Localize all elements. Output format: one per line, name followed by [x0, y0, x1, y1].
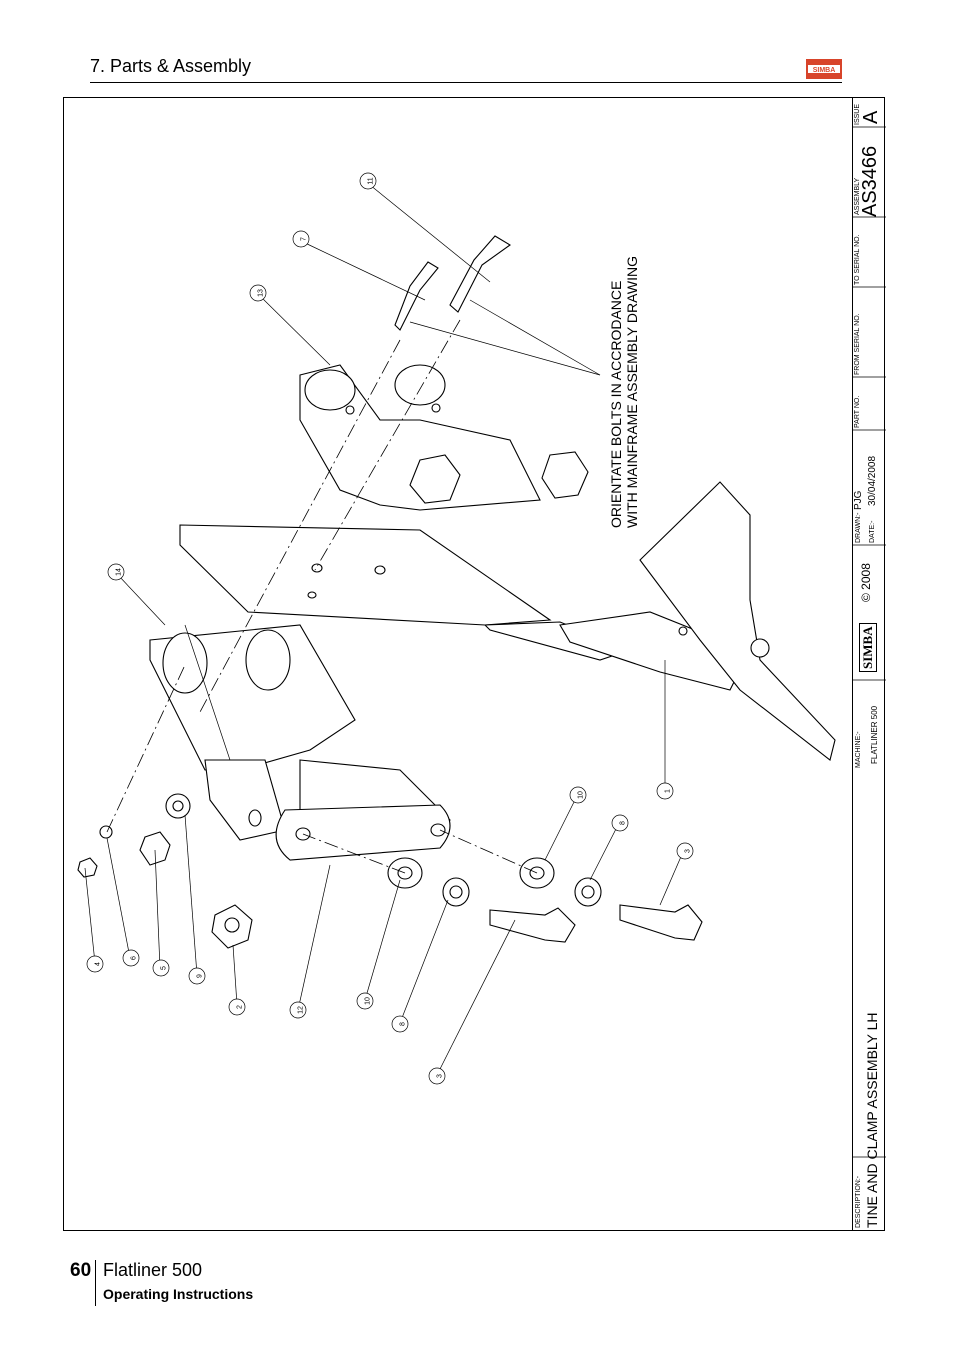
callout-7: 7	[301, 237, 308, 241]
nut-2	[211, 904, 253, 949]
title-block: ISSUE A ASSEMBLY AS3466 TO SERIAL NO. FR…	[852, 97, 886, 1231]
callout-13: 13	[258, 289, 265, 297]
to-serial-label: TO SERIAL NO.	[854, 234, 861, 285]
tine-point	[639, 481, 836, 761]
upper-nut-right	[541, 451, 589, 499]
page-number: 60	[70, 1260, 92, 1281]
section-title: 7. Parts & Assembly	[90, 56, 252, 76]
bolt-11	[449, 235, 512, 313]
assembly-drawing: 11 7 13 14 1 10 8 3 4 6 5 9 2 12 10 8 3 …	[77, 172, 836, 1085]
bolt-3b	[619, 904, 703, 941]
callout-8-top: 8	[620, 821, 627, 825]
from-serial-label: FROM SERIAL NO.	[854, 313, 861, 375]
washer-9	[165, 793, 191, 819]
callout-2: 2	[237, 1005, 244, 1009]
callout-10-bottom: 10	[365, 997, 372, 1005]
drawing-frame	[63, 97, 885, 1231]
washer-8b	[574, 877, 602, 907]
callout-3-top: 3	[685, 849, 692, 853]
nut-5	[139, 831, 171, 866]
simba-logo-text: SIMBA	[813, 67, 836, 74]
callout-10-top: 10	[578, 791, 585, 799]
callout-1: 1	[665, 789, 672, 793]
description-label: DESCRIPTION:-	[855, 1175, 862, 1228]
description-value: TINE AND CLAMP ASSEMBLY LH	[864, 1012, 880, 1228]
upper-nut-left	[409, 454, 461, 504]
callout-11: 11	[368, 177, 375, 184]
callout-14: 14	[116, 568, 123, 576]
document-type: Operating Instructions	[103, 1286, 254, 1302]
part-no-label: PART NO.	[854, 395, 861, 428]
drawn-value: PJG	[853, 490, 864, 510]
callout-3-bottom: 3	[437, 1074, 444, 1078]
assembly-note-line1: ORIENTATE BOLTS IN ACCRODANCE	[608, 281, 624, 528]
simba-logo-titleblock: SIMBA	[859, 623, 877, 672]
tine-plate	[179, 524, 552, 626]
machine-label: MACHINE:-	[855, 731, 862, 768]
upper-clamp-bracket	[299, 364, 541, 511]
nut-4	[77, 857, 98, 878]
bolt-3a	[489, 907, 576, 943]
header-rule	[90, 82, 842, 83]
issue-value: A	[860, 110, 882, 124]
clamp-bar	[275, 804, 451, 861]
callout-5: 5	[161, 966, 168, 970]
washer-6	[99, 825, 113, 839]
copyright: © 2008	[859, 563, 873, 602]
callout-6: 6	[131, 956, 138, 960]
date-value: 30/04/2008	[867, 455, 878, 506]
callout-8-bottom: 8	[400, 1022, 407, 1026]
callout-12: 12	[298, 1006, 305, 1014]
callout-9: 9	[197, 974, 204, 978]
drawn-label: DRAWN:-	[855, 512, 862, 543]
date-label: DATE:-	[869, 520, 876, 543]
product-name: Flatliner 500	[103, 1260, 203, 1280]
footer-divider	[95, 1260, 96, 1306]
assembly-note-line2: WITH MAINFRAME ASSEMBLY DRAWING	[624, 256, 640, 528]
simba-logo-icon: SIMBA	[806, 59, 842, 79]
machine-value: FLATLINER 500	[870, 705, 879, 764]
assembly-value: AS3466	[859, 145, 881, 217]
callout-4: 4	[95, 962, 102, 966]
washer-8a	[442, 877, 470, 907]
title-block-dividers	[853, 126, 886, 1158]
